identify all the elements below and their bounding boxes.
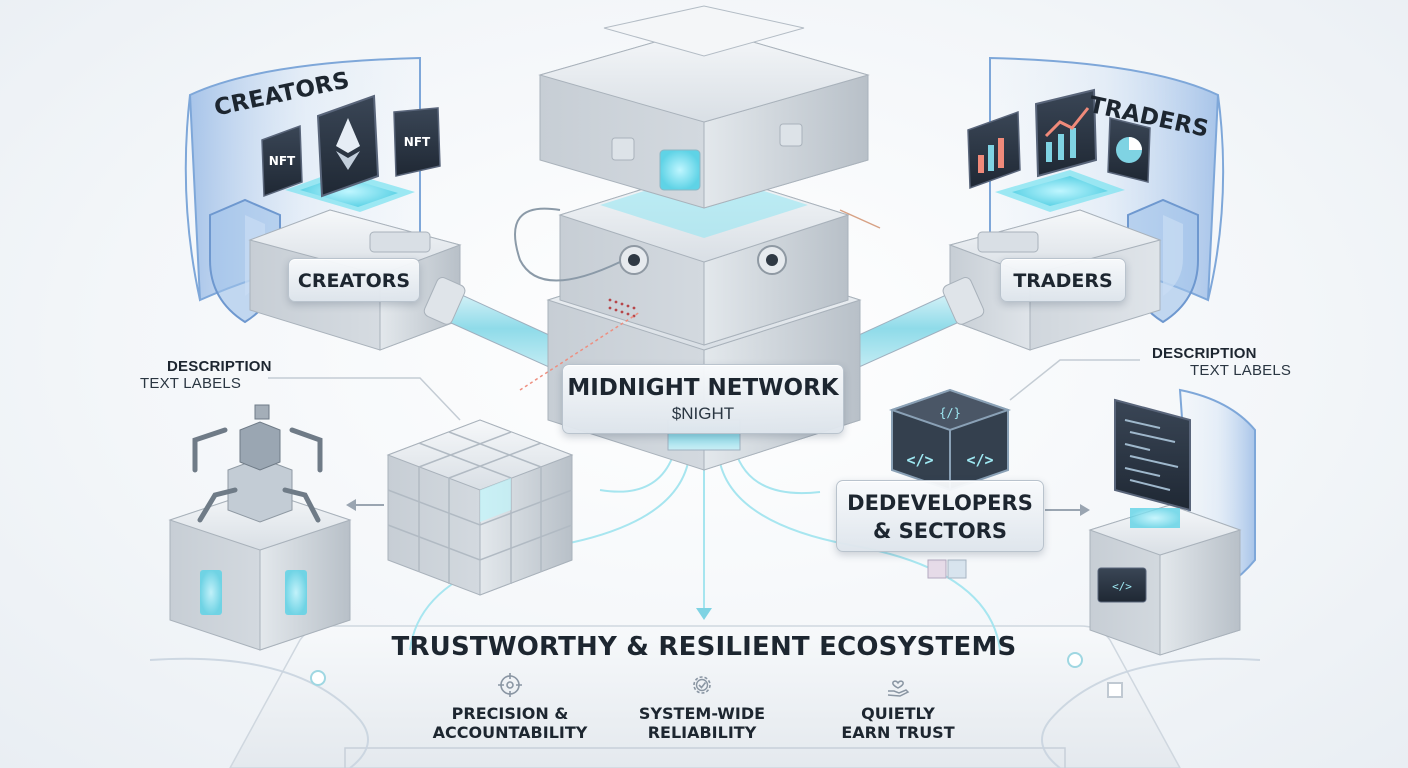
description-right-leader bbox=[1010, 360, 1140, 400]
pillar-reliability: SYSTEM-WIDE RELIABILITY bbox=[612, 672, 792, 742]
developers-label: DEDEVELOPERS & SECTORS bbox=[836, 480, 1044, 552]
pillar-precision-line1: PRECISION & bbox=[420, 704, 600, 723]
midnight-network-label: MIDNIGHT NETWORK $NIGHT bbox=[562, 364, 844, 434]
target-icon bbox=[497, 672, 523, 698]
network-ticker: $NIGHT bbox=[563, 403, 843, 425]
pillar-trust: QUIETLY EARN TRUST bbox=[808, 672, 988, 742]
pie-chart-icon bbox=[1116, 137, 1142, 163]
description-left-title: DESCRIPTION bbox=[167, 358, 272, 375]
pillar-reliability-line2: RELIABILITY bbox=[612, 723, 792, 742]
description-right-title: DESCRIPTION bbox=[1152, 345, 1291, 362]
ecosystem-title: TRUSTWORTHY & RESILIENT ECOSYSTEMS bbox=[0, 632, 1408, 662]
description-left-sub: TEXT LABELS bbox=[140, 375, 272, 392]
creators-plate-label: CREATORS bbox=[288, 258, 420, 302]
pillar-precision-line2: ACCOUNTABILITY bbox=[420, 723, 600, 742]
developers-line2: & SECTORS bbox=[837, 517, 1043, 545]
flow-arrow-down bbox=[696, 608, 712, 620]
developer-code-cube: {/} </> </> bbox=[892, 390, 1008, 490]
traders-plate-label: TRADERS bbox=[1000, 258, 1126, 302]
description-left: DESCRIPTION TEXT LABELS bbox=[167, 358, 272, 392]
pillar-trust-line2: EARN TRUST bbox=[808, 723, 988, 742]
line-chart-card bbox=[1036, 90, 1096, 176]
small-cubes bbox=[928, 560, 966, 578]
description-left-leader bbox=[268, 378, 460, 420]
network-title: MIDNIGHT NETWORK bbox=[563, 373, 843, 403]
gear-check-icon bbox=[689, 672, 715, 698]
hand-heart-icon bbox=[885, 672, 911, 698]
modular-cube bbox=[388, 420, 572, 595]
code-icon-left: </> bbox=[906, 451, 933, 469]
pillar-reliability-line1: SYSTEM-WIDE bbox=[612, 704, 792, 723]
pillar-trust-line1: QUIETLY bbox=[808, 704, 988, 723]
description-right-sub: TEXT LABELS bbox=[1190, 362, 1291, 379]
description-right: DESCRIPTION TEXT LABELS bbox=[1152, 345, 1291, 379]
nft-card-right: NFT bbox=[394, 108, 440, 176]
pillar-precision: PRECISION & ACCOUNTABILITY bbox=[420, 672, 600, 742]
terminal-code-icon: </> bbox=[1112, 580, 1132, 593]
robotic-cube-cluster bbox=[170, 405, 350, 650]
developers-line1: DEDEVELOPERS bbox=[837, 489, 1043, 517]
cube-top-glyph: {/} bbox=[939, 406, 961, 420]
nft-badge-left-text: NFT bbox=[269, 154, 296, 168]
code-icon-right: </> bbox=[966, 451, 993, 469]
nft-badge-right-text: NFT bbox=[404, 135, 431, 149]
